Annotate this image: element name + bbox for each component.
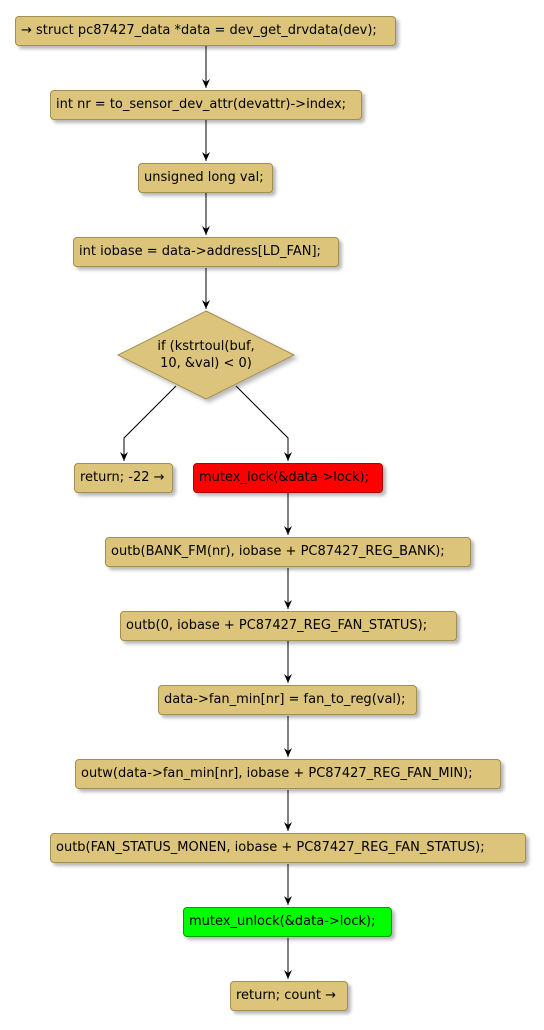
arrowhead-11 [284,970,292,979]
connector-yes-branch [235,385,289,461]
arrowhead-3 [202,226,210,235]
arrowhead-5 [284,526,292,535]
node-mutex-unlock: mutex_unlock(&data->lock); [183,907,392,937]
arrowhead-2 [202,152,210,161]
arrowhead-4 [202,300,210,309]
arrowhead-no [120,452,128,461]
node-get-iobase: int iobase = data->address[LD_FAN]; [73,237,339,267]
arrowhead-7 [284,674,292,683]
decision-diamond [116,310,296,400]
arrowhead-1 [202,79,210,88]
node-get-drvdata: → struct pc87427_data *data = dev_get_dr… [15,16,396,46]
node-outb-bank: outb(BANK_FM(nr), iobase + PC87427_REG_B… [105,537,471,567]
arrowhead-yes [284,452,292,461]
node-outw-fan-min: outw(data->fan_min[nr], iobase + PC87427… [75,759,501,789]
node-mutex-lock: mutex_lock(&data->lock); [193,463,383,493]
node-set-fan-min: data->fan_min[nr] = fan_to_reg(val); [158,685,417,715]
node-outb-status-clear: outb(0, iobase + PC87427_REG_FAN_STATUS)… [120,611,457,641]
arrowhead-8 [284,748,292,757]
decision-label: if (kstrtoul(buf, 10, &val) < 0) [130,338,282,372]
node-declare-val: unsigned long val; [138,163,273,193]
node-return-error: return; -22 → [74,463,173,493]
decision-line-1: if (kstrtoul(buf, [157,339,255,354]
node-outb-monen: outb(FAN_STATUS_MONEN, iobase + PC87427_… [50,833,526,863]
arrowhead-6 [284,600,292,609]
connector-no-branch [123,385,177,461]
arrowhead-10 [284,896,292,905]
decision-line-2: 10, &val) < 0) [160,356,252,371]
arrowhead-9 [284,822,292,831]
node-return-count: return; count → [230,981,348,1011]
node-get-index: int nr = to_sensor_dev_attr(devattr)->in… [50,90,362,120]
